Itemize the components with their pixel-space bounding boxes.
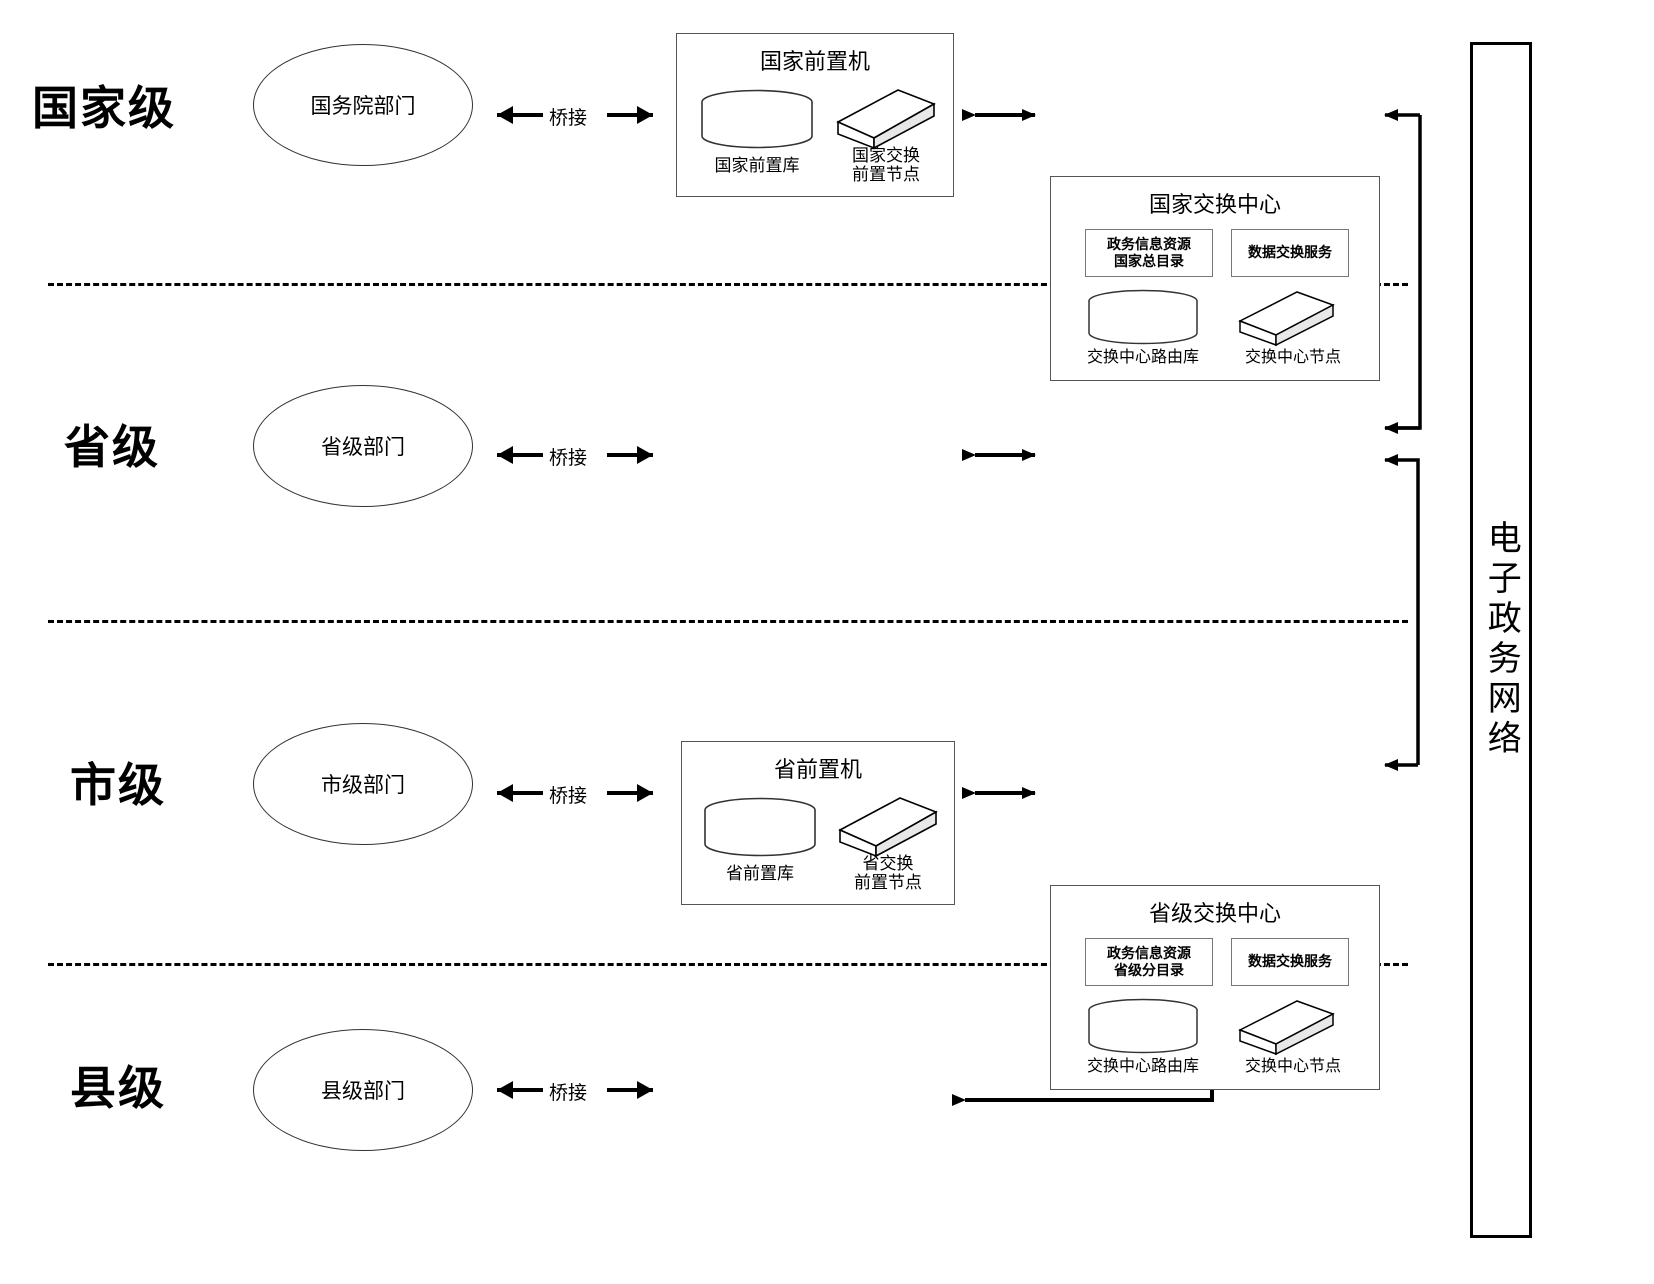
- exchange-center-provincial[interactable]: 省级交换中心 政务信息资源 省级分目录 数据交换服务 交换中心路由库 交换中心节…: [1050, 885, 1380, 1090]
- routing-database-provincial: [1086, 998, 1200, 1056]
- exchange-node-national-front: [832, 82, 940, 154]
- divider-provincial-municipal: [48, 620, 1408, 623]
- exchange-center-national-title: 国家交换中心: [1148, 192, 1281, 217]
- bridge-link-provincial: 桥接: [487, 435, 663, 475]
- department-national[interactable]: 国务院部门: [253, 44, 473, 166]
- exchange-center-national[interactable]: 国家交换中心 政务信息资源 国家总目录 数据交换服务 交换中心路由库 交换中心节…: [1050, 176, 1380, 381]
- database-provincial-front: [702, 797, 818, 859]
- front-machine-national-title: 国家前置机: [759, 49, 870, 74]
- link-network-to-national-center: [1384, 109, 1422, 430]
- egov-network-box[interactable]: 电子政务网络: [1470, 42, 1532, 1238]
- bridge-link-county: 桥接: [487, 1070, 663, 1110]
- bridge-label-county: 桥接: [549, 1083, 588, 1104]
- divider-municipal-county: [48, 963, 1408, 966]
- routing-database-national-caption: 交换中心路由库: [1086, 349, 1199, 366]
- level-label-national: 国家级: [32, 82, 176, 134]
- catalog-national[interactable]: 政务信息资源 国家总目录: [1085, 229, 1213, 277]
- egov-network-label: 电子政务网络: [1482, 520, 1521, 760]
- bridge-arrow-provincial-icon: [497, 446, 653, 464]
- department-provincial[interactable]: 省级部门: [253, 385, 473, 507]
- bridge-label-national: 桥接: [549, 108, 588, 129]
- database-national-front: [699, 89, 815, 151]
- department-county[interactable]: 县级部门: [253, 1029, 473, 1151]
- exchange-node-provincial-front-caption: 省交换 前置节点: [854, 854, 922, 893]
- bridge-link-municipal: 桥接: [487, 773, 663, 813]
- bridge-arrow-national-icon: [497, 106, 653, 124]
- exchange-node-national-center-caption: 交换中心节点: [1244, 349, 1341, 366]
- database-national-front-caption: 国家前置库: [714, 156, 800, 175]
- level-label-provincial: 省级: [64, 421, 160, 473]
- divider-national-provincial: [48, 283, 1408, 286]
- department-municipal[interactable]: 市级部门: [253, 723, 473, 845]
- routing-database-national: [1086, 289, 1200, 347]
- level-label-county: 县级: [70, 1062, 166, 1114]
- exchange-node-national-front-caption: 国家交换 前置节点: [852, 146, 920, 185]
- bridge-label-provincial: 桥接: [549, 448, 588, 469]
- bridge-link-national: 桥接: [487, 95, 663, 135]
- routing-database-provincial-caption: 交换中心路由库: [1086, 1058, 1199, 1075]
- exchange-node-provincial-front: [834, 790, 942, 862]
- department-provincial-label: 省级部门: [321, 436, 405, 459]
- bridge-arrow-county-icon: [497, 1081, 653, 1099]
- level-label-municipal: 市级: [70, 759, 166, 811]
- exchange-service-provincial[interactable]: 数据交换服务: [1231, 938, 1349, 986]
- exchange-node-national-center: [1235, 285, 1339, 349]
- database-provincial-front-caption: 省前置库: [726, 864, 794, 883]
- link-network-to-provincial-center-2: [1384, 454, 1420, 765]
- department-national-label: 国务院部门: [310, 95, 416, 118]
- front-machine-national[interactable]: 国家前置机 国家前置库 国家交换 前置节点: [676, 33, 954, 197]
- department-county-label: 县级部门: [321, 1080, 405, 1103]
- front-machine-provincial-title: 省前置机: [773, 757, 862, 782]
- exchange-center-provincial-title: 省级交换中心: [1148, 901, 1281, 926]
- exchange-node-provincial-center: [1235, 994, 1339, 1058]
- front-machine-provincial[interactable]: 省前置机 省前置库 省交换 前置节点: [681, 741, 955, 905]
- department-municipal-label: 市级部门: [321, 774, 405, 797]
- exchange-node-provincial-center-caption: 交换中心节点: [1244, 1058, 1341, 1075]
- exchange-service-national[interactable]: 数据交换服务: [1231, 229, 1349, 277]
- bridge-arrow-municipal-icon: [497, 784, 653, 802]
- catalog-provincial[interactable]: 政务信息资源 省级分目录: [1085, 938, 1213, 986]
- bridge-label-municipal: 桥接: [549, 786, 588, 807]
